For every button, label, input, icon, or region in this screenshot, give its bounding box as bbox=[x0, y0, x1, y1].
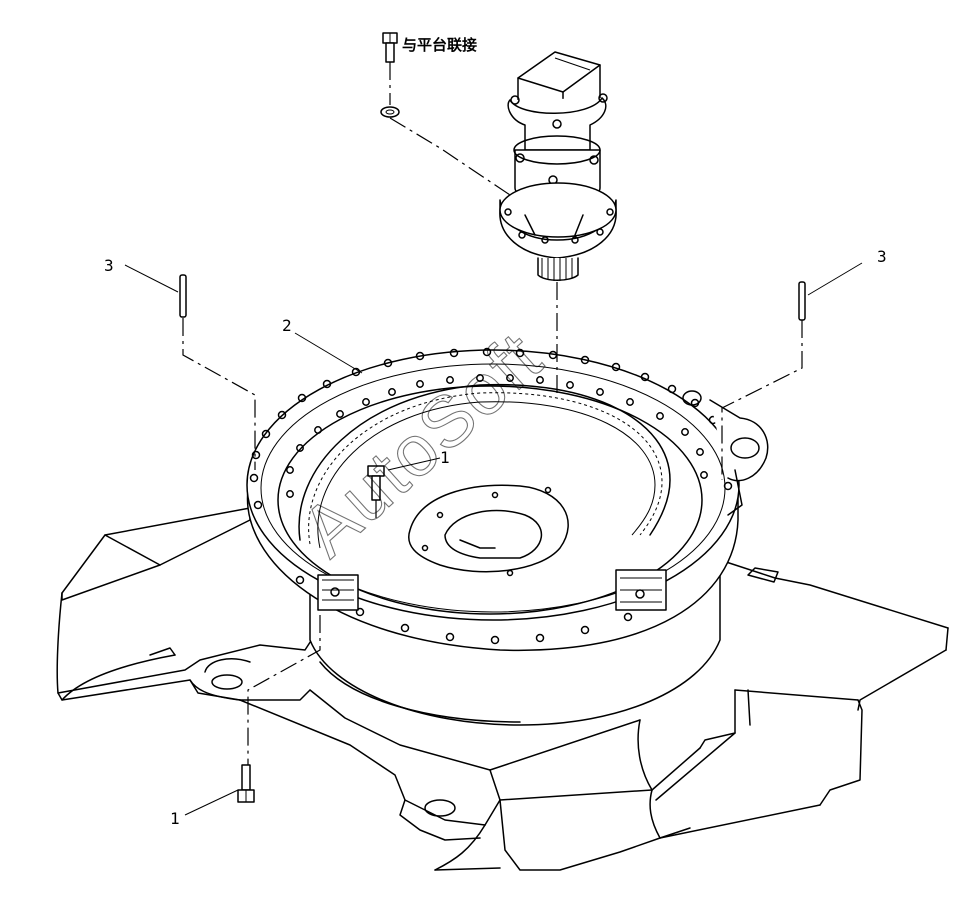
top-bolt bbox=[382, 32, 398, 63]
assembly-centerlines bbox=[182, 62, 803, 765]
leader-lines bbox=[124, 262, 863, 816]
inner-bolt-holes bbox=[286, 374, 708, 498]
dowel-pin-left bbox=[179, 274, 187, 318]
connection-note: 与平台联接 bbox=[402, 36, 477, 54]
section-cut-left bbox=[317, 574, 359, 611]
dowel-pin-right bbox=[798, 281, 806, 321]
internal-gear-teeth bbox=[298, 383, 671, 549]
center-plate bbox=[408, 484, 569, 577]
bottom-bolt bbox=[237, 764, 255, 803]
section-cut-right bbox=[615, 569, 667, 611]
right-lug bbox=[682, 390, 769, 516]
callout-2-ring: 2 bbox=[282, 316, 292, 335]
swing-motor-reducer bbox=[499, 51, 617, 281]
callout-1-inner: 1 bbox=[440, 448, 450, 467]
callout-3-right: 3 bbox=[877, 247, 887, 266]
lower-frame bbox=[56, 507, 949, 871]
callout-1-bolt: 1 bbox=[170, 809, 180, 828]
callout-3-left: 3 bbox=[104, 256, 114, 275]
inner-bolt bbox=[367, 465, 385, 501]
top-washer bbox=[380, 106, 400, 118]
outer-bolt-holes bbox=[249, 347, 738, 645]
